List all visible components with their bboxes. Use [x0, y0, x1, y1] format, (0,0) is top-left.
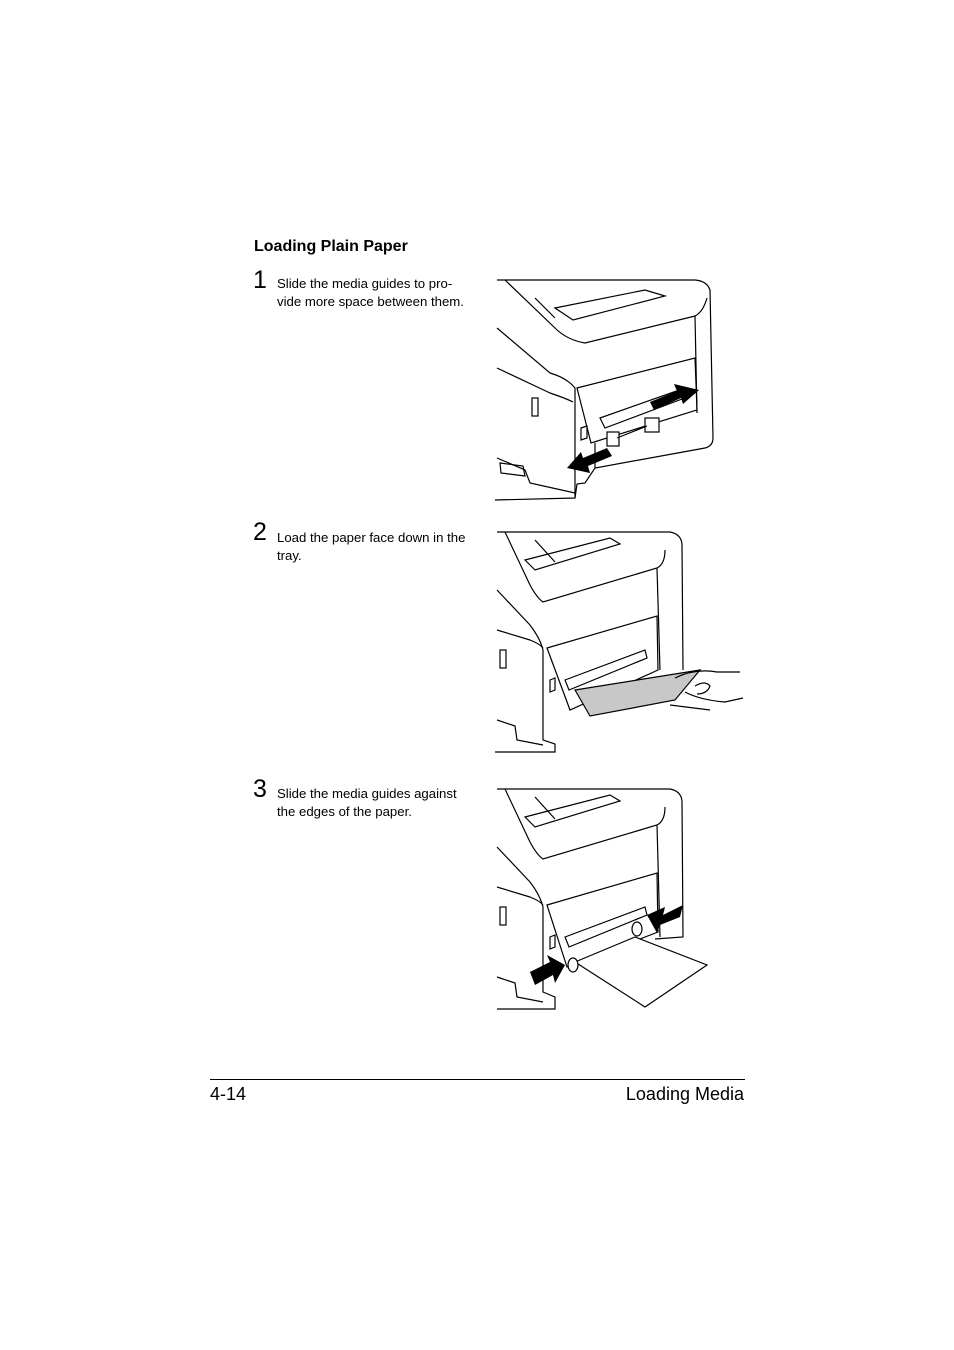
- section-title: Loading Plain Paper: [254, 238, 408, 255]
- step-3-number: 3: [253, 775, 267, 803]
- step-1-text: Slide the media guides to pro- vide more…: [277, 276, 464, 309]
- step-1-number: 1: [253, 266, 267, 294]
- chapter-title: Loading Media: [625, 1084, 744, 1104]
- step-1-illustration: [495, 278, 720, 504]
- step-2-text: Load the paper face down in the tray.: [277, 530, 466, 563]
- footer-divider: [210, 1079, 745, 1080]
- step-3-text: Slide the media guides against the edges…: [277, 786, 457, 819]
- page-number: 4-14: [210, 1084, 247, 1104]
- step-2-number: 2: [253, 518, 267, 546]
- step-3-illustration: [495, 787, 715, 1013]
- step-2-illustration: [495, 530, 745, 756]
